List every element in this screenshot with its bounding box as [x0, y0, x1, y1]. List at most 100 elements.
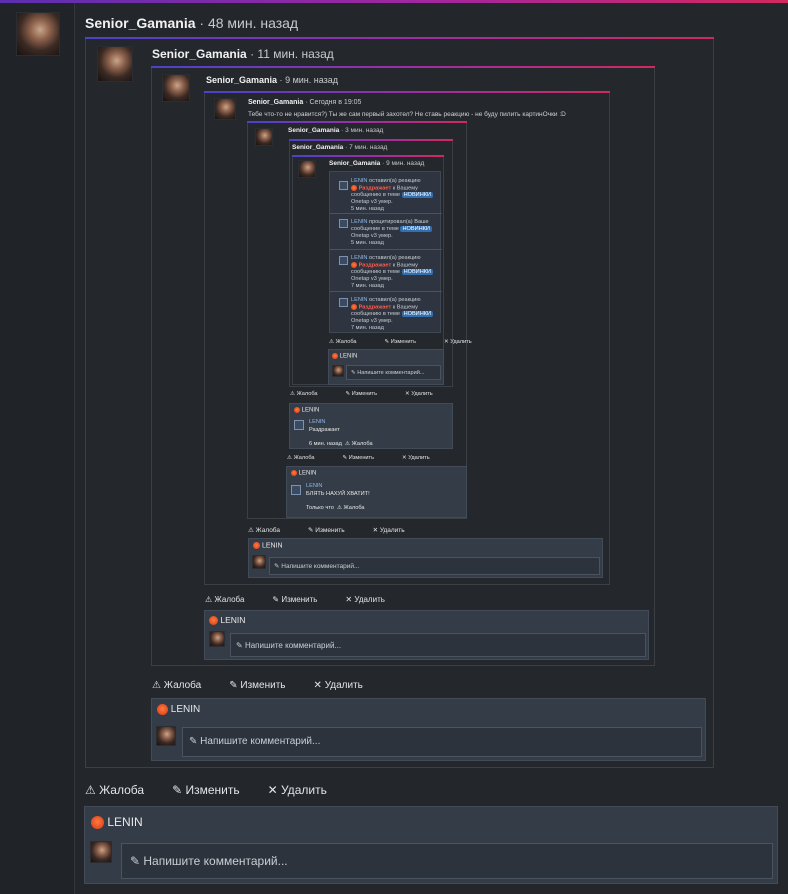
reaction-summary[interactable]: LENIN — [91, 815, 143, 830]
reaction-user[interactable]: LENIN — [339, 353, 358, 360]
username[interactable]: Senior_Gamania — [85, 15, 196, 31]
reaction-user[interactable]: LENIN — [298, 470, 317, 477]
accent-line — [289, 139, 453, 141]
thread-tag[interactable]: НОВИНКИ — [400, 225, 432, 232]
notification-action: оставил(а) реакцию — [369, 297, 421, 303]
delete-button[interactable]: ✕ Удалить — [402, 455, 430, 461]
delete-label: Удалить — [354, 595, 385, 604]
avatar[interactable] — [214, 98, 236, 120]
reaction-summary[interactable]: LENIN — [291, 470, 316, 477]
edit-button[interactable]: ✎ Изменить — [345, 391, 378, 397]
delete-label: Удалить — [450, 339, 472, 345]
thread-tag[interactable]: НОВИНКИ — [401, 311, 434, 318]
angry-emoji-icon — [351, 184, 357, 191]
avatar — [156, 726, 176, 746]
avatar[interactable] — [255, 128, 273, 146]
edit-button[interactable]: ✎ Изменить — [342, 455, 375, 461]
reaction-name: Раздражает — [358, 304, 392, 311]
delete-label: Удалить — [281, 783, 327, 797]
reaction-summary[interactable]: LENIN — [294, 407, 319, 414]
edit-label: Изменить — [185, 783, 240, 797]
thread-title[interactable]: Onetap v3 умер. — [351, 276, 393, 283]
comment-input[interactable]: ✎ Напишите комментарий... — [230, 633, 646, 657]
reply-user[interactable]: LENIN — [306, 483, 323, 489]
comment-header: Senior_Gamania · 48 мин. назад — [85, 15, 299, 31]
notification-item[interactable]: LENIN оставил(а) реакцию Раздражает к Ва… — [330, 250, 442, 292]
angry-emoji-icon — [209, 616, 218, 626]
notification-user[interactable]: LENIN — [351, 178, 368, 184]
edit-button[interactable]: ✎ Изменить — [384, 339, 417, 345]
comment-actions: ⚠ Жалоба ✎ Изменить ✕ Удалить — [290, 391, 461, 397]
report-button[interactable]: ⚠ Жалоба — [248, 527, 280, 534]
comment-input[interactable]: ✎ Напишите комментарий... — [346, 365, 441, 380]
notification-item[interactable]: LENIN оставил(а) реакцию Раздражает к Ва… — [330, 172, 442, 214]
username[interactable]: Senior_Gamania — [288, 127, 340, 134]
reply-report[interactable]: Жалоба — [343, 505, 365, 511]
report-button[interactable]: ⚠ Жалоба — [152, 680, 202, 691]
reply-user[interactable]: LENIN — [309, 419, 326, 425]
username[interactable]: Senior_Gamania — [292, 144, 344, 151]
reaction-summary[interactable]: LENIN — [253, 542, 283, 549]
report-label: Жалоба — [214, 595, 245, 604]
username[interactable]: Senior_Gamania — [152, 47, 247, 61]
edit-label: Изменить — [281, 595, 318, 604]
delete-button[interactable]: ✕ Удалить — [345, 595, 385, 604]
delete-button[interactable]: ✕ Удалить — [405, 391, 433, 397]
report-button[interactable]: ⚠ Жалоба — [290, 391, 318, 397]
username[interactable]: Senior_Gamania — [206, 75, 278, 85]
edit-button[interactable]: ✎ Изменить — [172, 783, 240, 797]
report-label: Жалоба — [293, 455, 315, 461]
avatar[interactable] — [16, 12, 60, 56]
report-button[interactable]: ⚠ Жалоба — [287, 455, 315, 461]
report-button[interactable]: ⚠ Жалоба — [85, 783, 145, 797]
notification-user[interactable]: LENIN — [351, 297, 368, 303]
notification-tail: к Вашему сообщению в теме — [351, 304, 418, 318]
delete-button[interactable]: ✕ Удалить — [372, 527, 405, 534]
notification-item[interactable]: LENIN оставил(а) реакцию Раздражает к Ва… — [330, 292, 442, 334]
delete-button[interactable]: ✕ Удалить — [313, 680, 363, 691]
notification-item[interactable]: LENIN процитировал(а) Ваше сообщение в т… — [330, 214, 442, 250]
reaction-user[interactable]: LENIN — [107, 815, 143, 829]
delete-button[interactable]: ✕ Удалить — [267, 783, 327, 797]
username[interactable]: Senior_Gamania — [248, 99, 304, 106]
thread-tag[interactable]: НОВИНКИ — [401, 269, 434, 276]
thread-title[interactable]: Onetap v3 умер. — [351, 318, 393, 325]
comment-actions: ⚠ Жалоба ✎ Изменить ✕ Удалить — [248, 526, 433, 534]
reaction-user[interactable]: LENIN — [220, 615, 246, 625]
timestamp: 7 мин. назад — [349, 144, 388, 151]
report-button[interactable]: ⚠ Жалоба — [329, 339, 357, 345]
reply-report[interactable]: Жалоба — [351, 441, 373, 447]
reaction-summary[interactable]: LENIN — [157, 704, 200, 715]
comment-input[interactable]: ✎ Напишите комментарий... — [182, 727, 702, 757]
thread-tag[interactable]: НОВИНКИ — [401, 192, 434, 199]
notification-user[interactable]: LENIN — [351, 219, 368, 225]
avatar[interactable] — [97, 46, 133, 82]
notification-action: процитировал(а) Ваше сообщение в теме — [351, 219, 429, 232]
reaction-user[interactable]: LENIN — [170, 704, 201, 716]
avatar — [209, 631, 225, 647]
delete-label: Удалить — [324, 680, 363, 691]
comment-input[interactable]: ✎ Напишите комментарий... — [121, 843, 773, 879]
reply-panel: LENIN LENIN Раздражает 6 мин. назад ⚠ Жа… — [289, 403, 453, 449]
avatar[interactable] — [298, 160, 316, 178]
reaction-user[interactable]: LENIN — [301, 407, 320, 414]
comment-text: Тебе что-то не нравится?) Ты же сам перв… — [248, 111, 566, 118]
avatar[interactable] — [162, 74, 190, 102]
accent-line — [292, 155, 444, 157]
notification-user[interactable]: LENIN — [351, 255, 368, 261]
reply-text: Раздражает — [309, 427, 340, 433]
delete-button[interactable]: ✕ Удалить — [444, 339, 472, 345]
report-button[interactable]: ⚠ Жалоба — [205, 595, 245, 604]
notification-tail: к Вашему сообщению в теме — [351, 262, 418, 276]
reaction-user[interactable]: LENIN — [261, 542, 283, 550]
edit-button[interactable]: ✎ Изменить — [272, 595, 318, 604]
comment-input[interactable]: ✎ Напишите комментарий... — [269, 557, 600, 575]
username[interactable]: Senior_Gamania — [329, 160, 381, 167]
thread-title[interactable]: Onetap v3 умер. — [351, 199, 393, 206]
edit-button[interactable]: ✎ Изменить — [308, 527, 345, 534]
reaction-summary[interactable]: LENIN — [332, 353, 357, 360]
thread-title[interactable]: Onetap v3 умер. — [351, 232, 393, 239]
edit-button[interactable]: ✎ Изменить — [229, 680, 286, 691]
reaction-summary[interactable]: LENIN — [209, 615, 246, 626]
angry-emoji-icon — [91, 816, 104, 830]
